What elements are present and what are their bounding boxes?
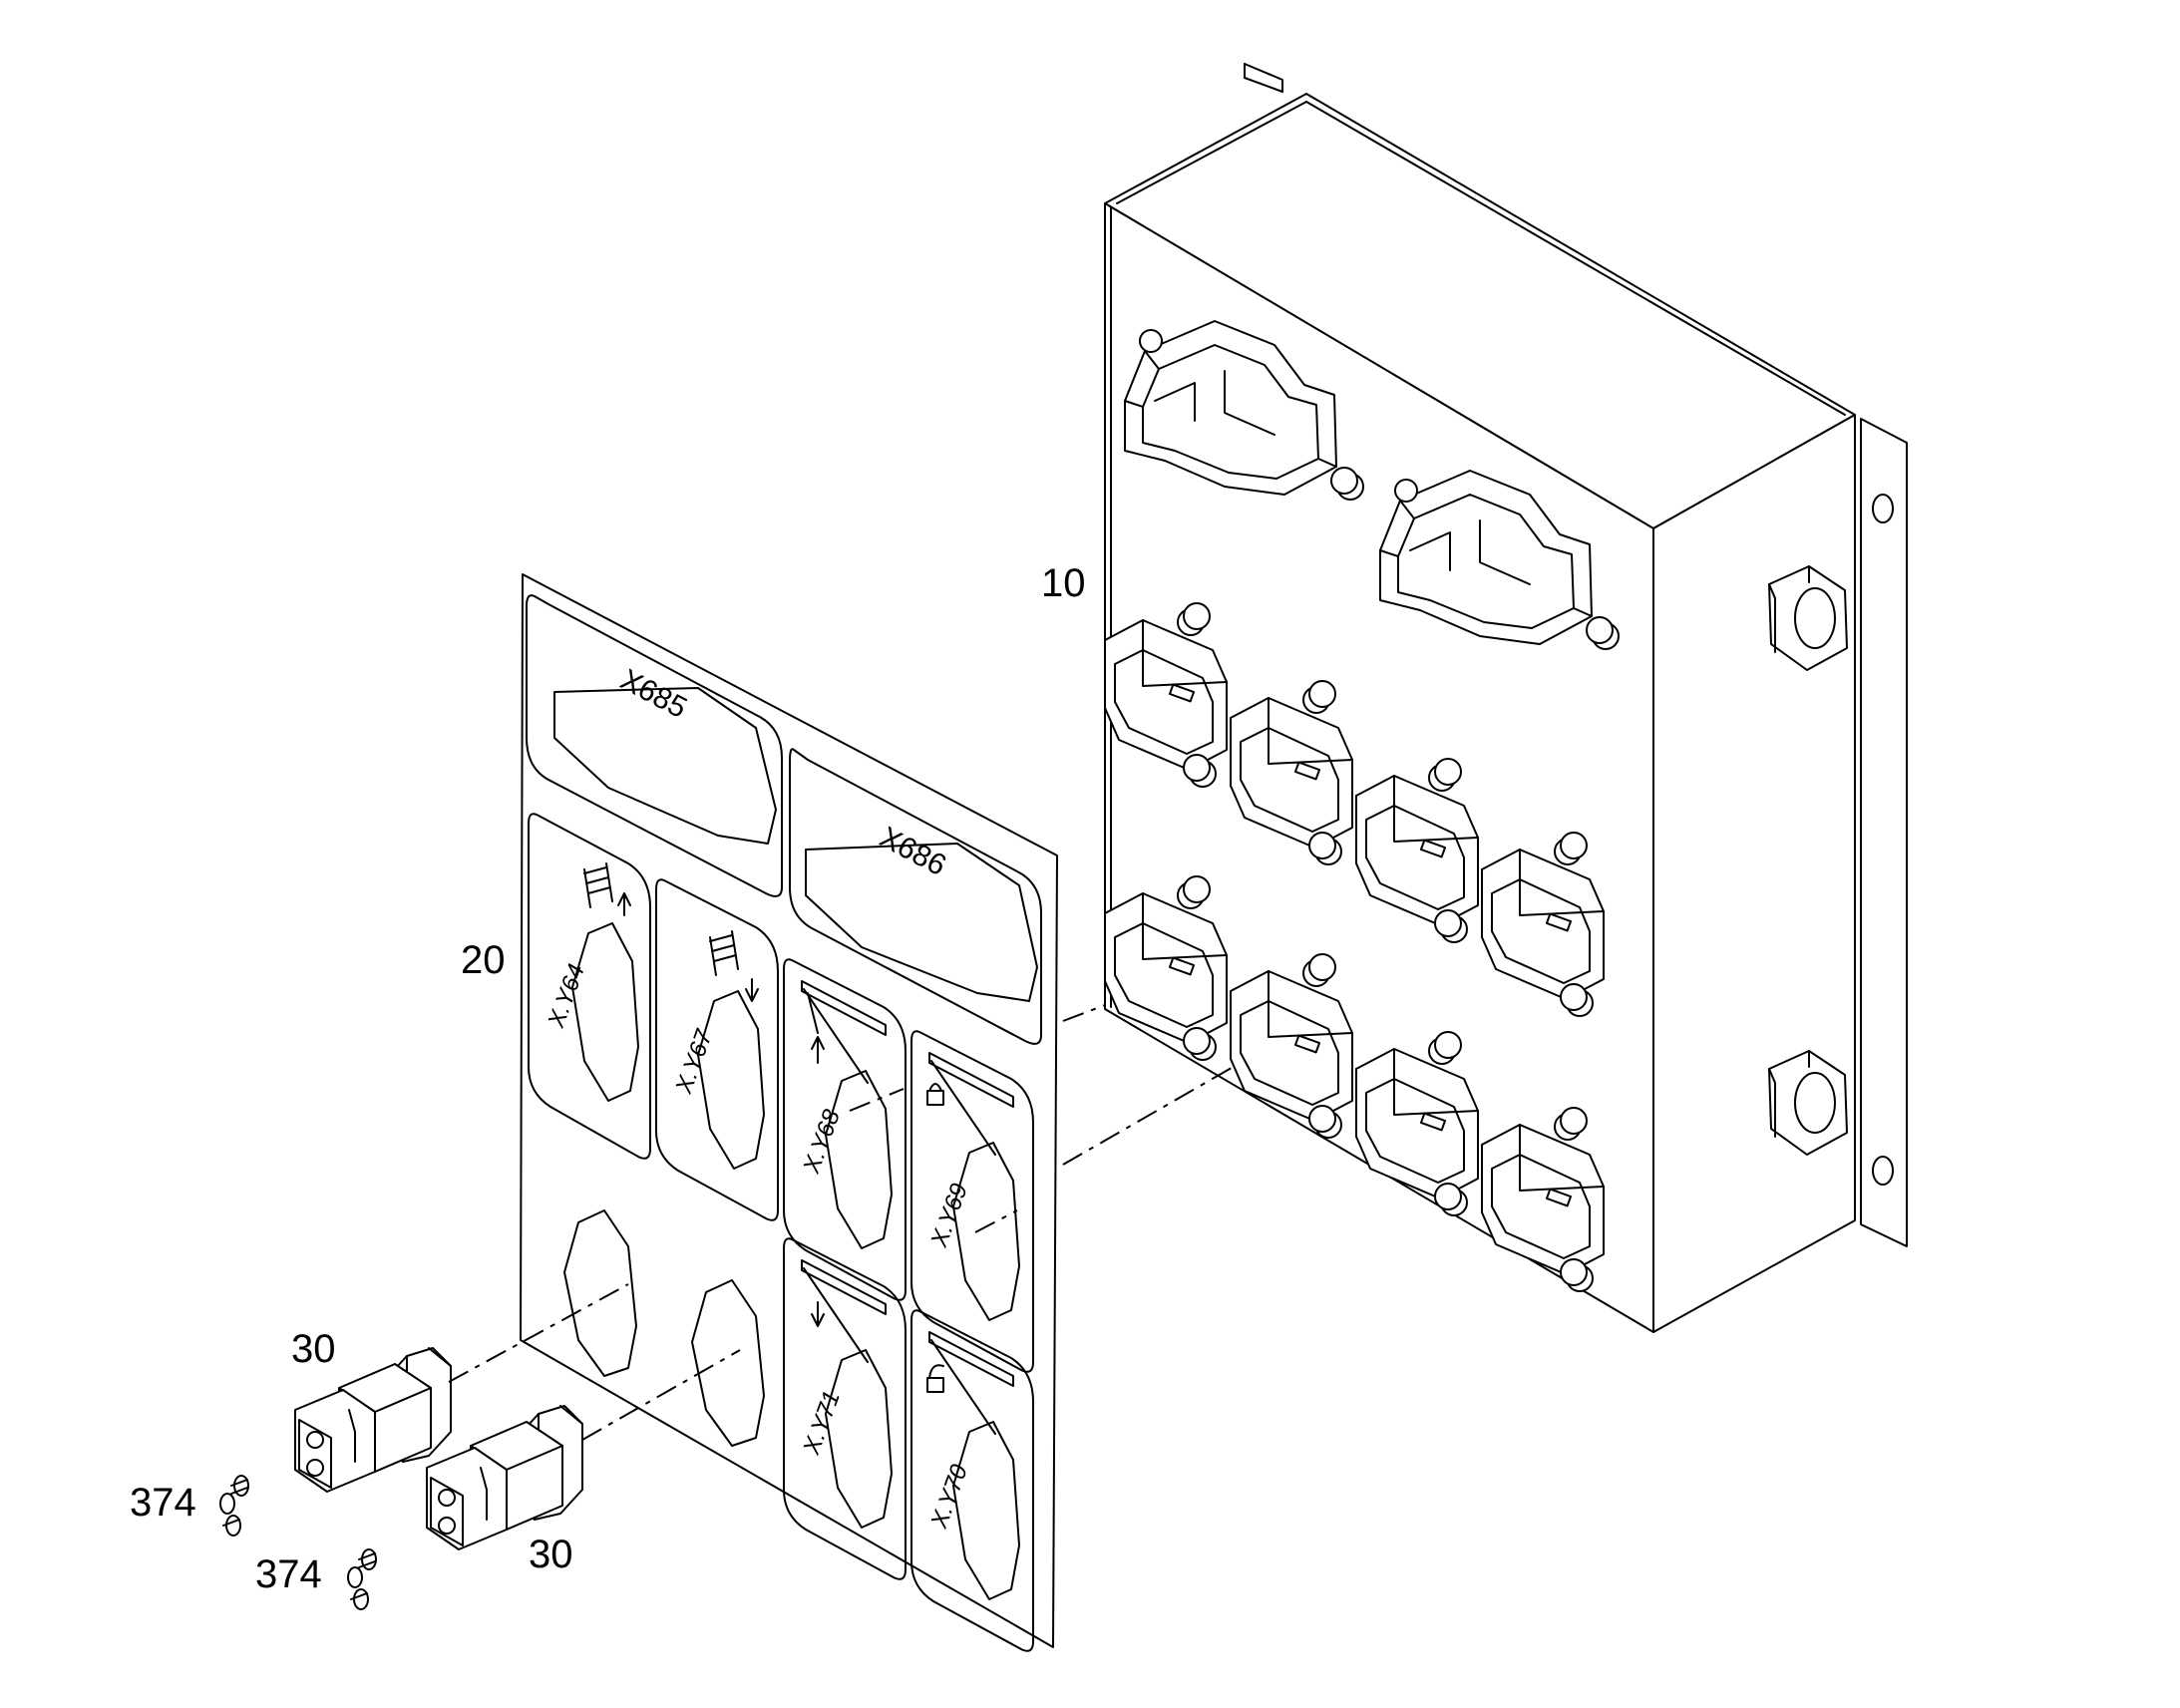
- plug-connector-right: [426, 1405, 583, 1550]
- callout-connector-left: 30: [291, 1327, 336, 1371]
- callout-control-box: 10: [1041, 561, 1086, 605]
- ladder-down-icon: [709, 930, 759, 1002]
- callout-screw-right: 374: [255, 1552, 322, 1596]
- control-box: [1104, 63, 1908, 1333]
- callout-connector-right: 30: [529, 1533, 573, 1576]
- assembly-lines: [448, 1004, 1238, 1441]
- hex-nut-lower: [1768, 1050, 1848, 1156]
- boom-down-icon: [801, 1259, 887, 1363]
- boom-up-icon: [801, 980, 887, 1084]
- boom-lock-icon: [926, 1052, 1014, 1156]
- boom-unlock-icon: [926, 1331, 1014, 1435]
- screw-pair-left: [219, 1475, 249, 1537]
- screw-pair-right: [347, 1548, 377, 1610]
- plug-connector-left: [294, 1347, 452, 1493]
- callout-screw-left: 374: [130, 1481, 196, 1525]
- label-sheet: X685 X686 X.Y64 X.Y67 X.Y68 X.Y69 X.Y71 …: [520, 573, 1058, 1652]
- callout-label-sheet: 20: [461, 938, 506, 982]
- ladder-up-icon: [583, 862, 631, 916]
- hex-nut-upper: [1768, 565, 1848, 671]
